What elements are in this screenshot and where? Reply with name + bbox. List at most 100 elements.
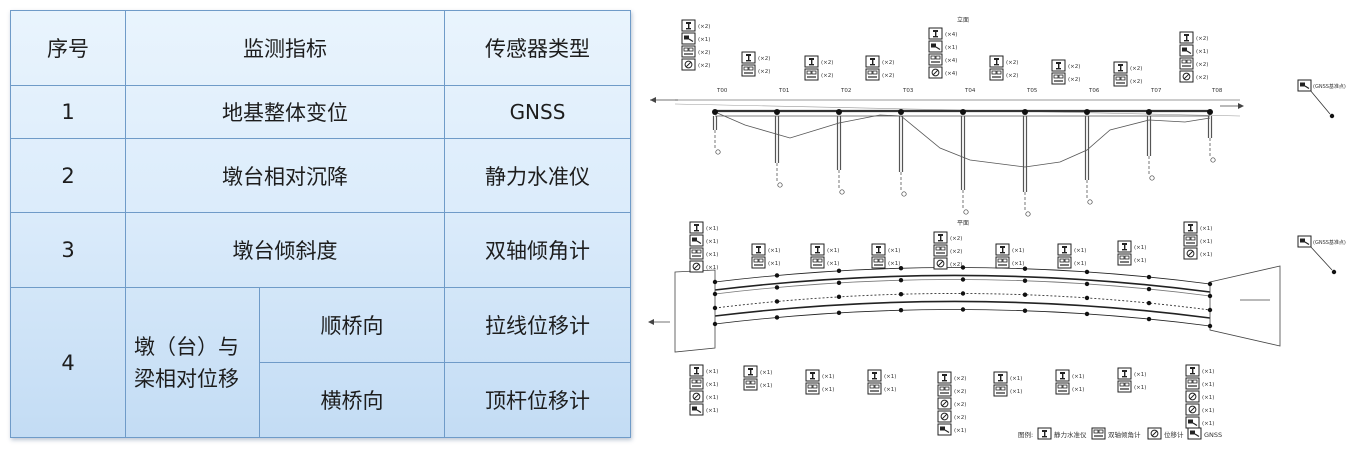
row-4b-direction: 横桥向	[259, 362, 445, 438]
plan-top-T00-level-icon	[689, 221, 704, 234]
plan-top-T03-level-icon	[871, 243, 886, 256]
plan-node-T08-3	[1207, 323, 1213, 329]
plan-node-T06-2	[1084, 295, 1090, 301]
plan-top-T08-count-0: (×1)	[1200, 226, 1212, 232]
elev-stack-T00-count-1: (×1)	[698, 37, 710, 43]
plan-bot-T00-count-1: (×1)	[706, 382, 718, 388]
plan-bot-T08-count-3: (×1)	[1202, 408, 1214, 414]
plan-bot-T08-disp-icon	[1185, 390, 1200, 403]
plan-node-T03-1	[898, 278, 904, 283]
elev-stack-T00-count-3: (×2)	[698, 63, 710, 69]
plan-bot-T01-count-0: (×1)	[760, 370, 772, 376]
row-2-metric: 墩台相对沉降	[125, 138, 445, 213]
elev-stack-T04-gnss-icon	[928, 40, 943, 53]
pier-label-T01: T01	[778, 88, 789, 94]
plan-bot-T08-count-1: (×1)	[1202, 382, 1214, 388]
plan-top-T08-tilt-icon	[1183, 234, 1198, 247]
plan-top-T03-tilt-icon	[871, 256, 886, 269]
legend-prefix: 图例:	[1018, 430, 1033, 439]
plan-top-T01-count-0: (×1)	[768, 248, 780, 254]
plan-node-T06-0	[1084, 269, 1090, 275]
plan-node-T04-3	[960, 307, 966, 312]
plan-top-T00-count-1: (×1)	[706, 239, 718, 245]
plan-bot-T08-count-4: (×1)	[1202, 421, 1214, 427]
elev-stack-T00-count-0: (×2)	[698, 24, 710, 30]
plan-bot-T04-count-2: (×2)	[954, 402, 966, 408]
elev-stack-T00-disp-icon	[681, 58, 696, 71]
plan-top-T00-count-2: (×1)	[706, 252, 718, 258]
elev-stack-T08-count-0: (×2)	[1196, 36, 1208, 42]
header-sensor: 传感器类型	[444, 10, 631, 86]
row-1-seq: 1	[10, 85, 126, 139]
elev-stack-T06-level-icon	[1051, 59, 1066, 72]
plan-top-T04-count-1: (×2)	[950, 249, 962, 255]
elev-stack-T07-tilt-icon	[1113, 74, 1128, 87]
plan-bot-T03-count-0: (×1)	[884, 374, 896, 380]
elev-stack-T07-level-icon	[1113, 61, 1128, 74]
plan-top-T06-count-1: (×1)	[1074, 261, 1086, 267]
elev-stack-T00-gnss-icon	[681, 32, 696, 45]
plan-top-T05-count-0: (×1)	[1012, 248, 1024, 254]
plan-node-T08-1	[1207, 293, 1213, 299]
plan-bot-T08-gnss-icon	[1185, 416, 1200, 429]
plan-bot-T04-count-3: (×2)	[954, 415, 966, 421]
gnss-reference-label-plan: (GNSS基准点)	[1313, 239, 1346, 246]
plan-bot-T08-disp-icon	[1185, 403, 1200, 416]
elev-stack-T05-level-icon	[989, 55, 1004, 68]
elev-stack-T08-tilt-icon	[1179, 57, 1194, 70]
plan-node-T04-1	[960, 277, 966, 282]
elevation-pier-node-T00	[712, 109, 718, 115]
elevation-title: 立面	[957, 16, 969, 24]
elevation-pier-node-T08	[1207, 109, 1213, 115]
plan-bot-T00-count-0: (×1)	[706, 369, 718, 375]
row-4-seq: 4	[10, 287, 126, 438]
plan-node-T04-2	[960, 291, 966, 296]
plan-bot-T01-level-icon	[743, 365, 758, 378]
elev-stack-T05-tilt-icon	[989, 68, 1004, 81]
pier-label-T04: T04	[964, 88, 976, 94]
plan-bot-T08-level-icon	[1185, 364, 1200, 377]
plan-node-T00-0	[712, 279, 718, 285]
plan-node-T03-0	[898, 266, 904, 271]
plan-node-T02-1	[836, 280, 842, 286]
elev-stack-T03-count-1: (×2)	[882, 73, 894, 79]
elev-stack-T06-tilt-icon	[1051, 72, 1066, 85]
plan-node-T07-1	[1146, 286, 1152, 292]
elev-stack-T04-disp-icon	[928, 66, 943, 79]
plan-node-T05-0	[1022, 266, 1028, 271]
plan-bot-T04-disp-icon	[937, 410, 952, 423]
plan-top-T06-level-icon	[1057, 243, 1072, 256]
plan-top-T05-count-1: (×1)	[1012, 261, 1024, 267]
row-4a-direction: 顺桥向	[259, 287, 445, 363]
plan-bot-T05-tilt-icon	[993, 384, 1008, 397]
plan-bot-T00-tilt-icon	[689, 377, 704, 390]
plan-top-T04-level-icon	[933, 231, 948, 244]
plan-top-T00-tilt-icon	[689, 247, 704, 260]
gnss-reference-label-elevation: (GNSS基准点)	[1313, 83, 1346, 90]
row-2-sensor: 静力水准仪	[444, 138, 631, 213]
plan-node-T01-3	[774, 315, 780, 320]
elev-stack-T03-count-0: (×2)	[882, 60, 894, 66]
plan-bot-T00-count-3: (×1)	[706, 408, 718, 414]
plan-title: 平面	[957, 220, 969, 227]
plan-node-T02-2	[836, 294, 842, 300]
plan-top-T06-count-0: (×1)	[1074, 248, 1086, 254]
plan-top-T05-level-icon	[995, 243, 1010, 256]
pier-label-T06: T06	[1088, 88, 1100, 94]
elev-stack-T02-count-0: (×2)	[821, 60, 833, 66]
plan-node-T08-0	[1207, 281, 1213, 287]
plan-bot-T03-tilt-icon	[867, 382, 882, 395]
plan-top-T02-tilt-icon	[810, 256, 825, 269]
plan-bot-T02-level-icon	[805, 369, 820, 382]
row-4-metric-line2: 梁相对位移	[134, 366, 239, 391]
plan-bot-T03-count-1: (×1)	[884, 387, 896, 393]
plan-top-T07-tilt-icon	[1117, 253, 1132, 266]
plan-bot-T05-count-0: (×1)	[1010, 376, 1022, 382]
elev-stack-T00-tilt-icon	[681, 45, 696, 58]
plan-bot-T04-tilt-icon	[937, 384, 952, 397]
plan-top-T00-disp-icon	[689, 260, 704, 273]
plan-node-T07-0	[1146, 274, 1152, 280]
elevation-pier-node-T02	[836, 109, 842, 115]
plan-bot-T02-tilt-icon	[805, 382, 820, 395]
